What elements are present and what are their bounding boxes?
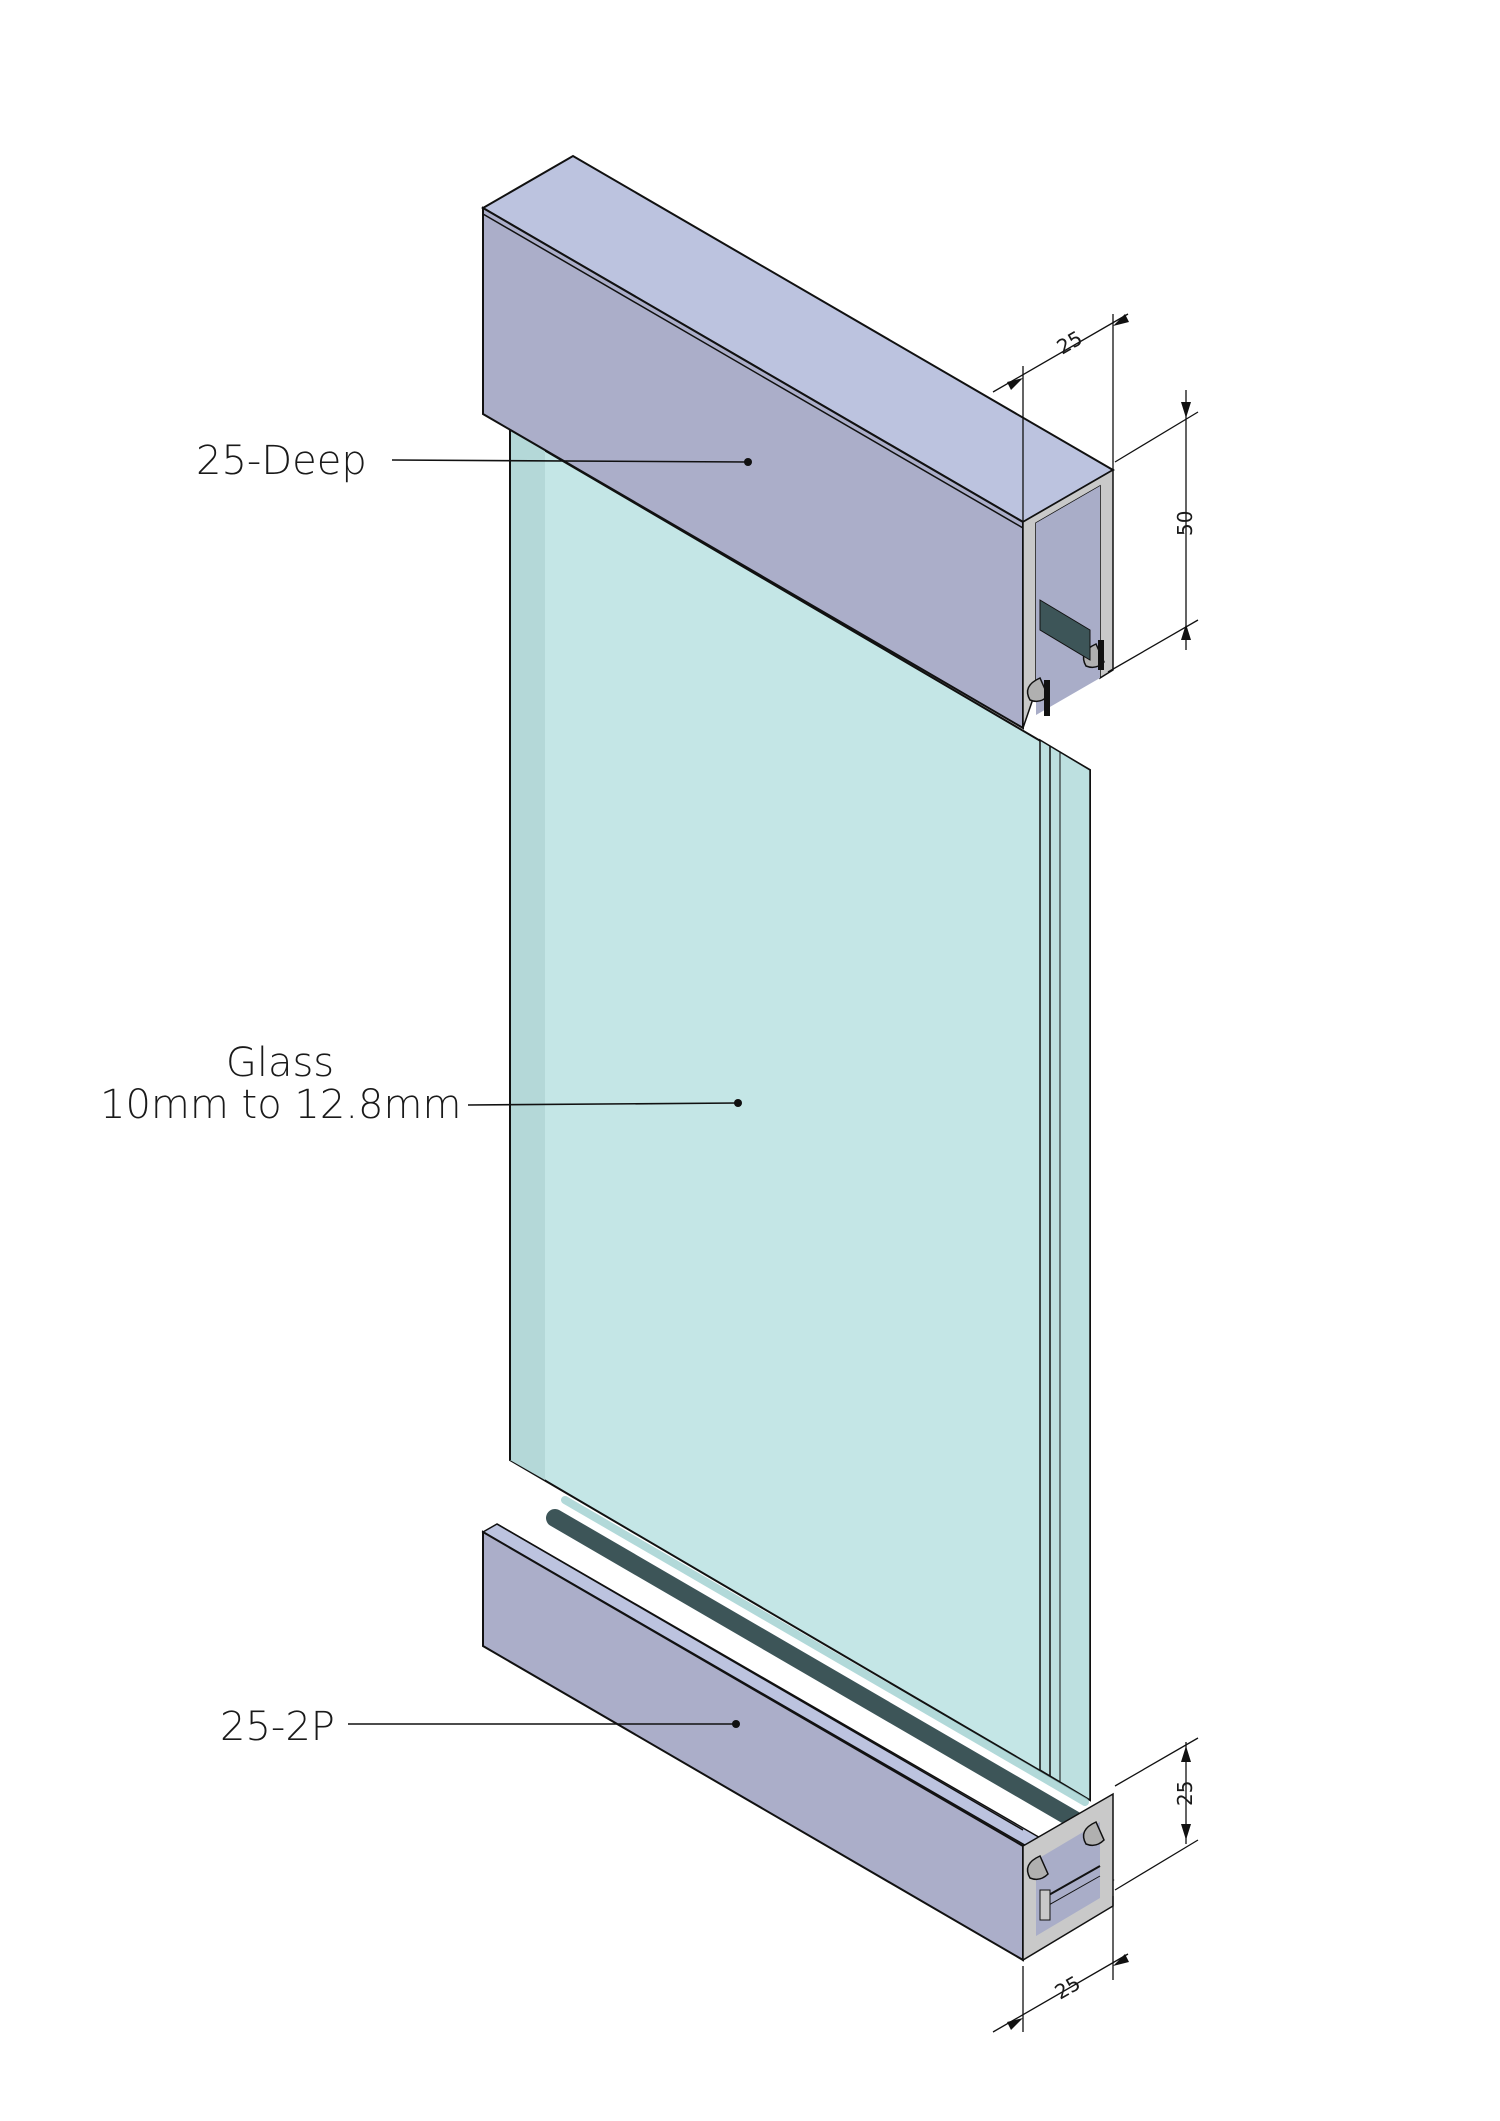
svg-text:25: 25 bbox=[1051, 1971, 1085, 2005]
svg-text:50: 50 bbox=[1173, 511, 1197, 536]
top-profile-25-deep bbox=[481, 154, 1115, 730]
glass-panel bbox=[509, 428, 1091, 1802]
svg-text:25: 25 bbox=[1173, 1781, 1197, 1806]
dimension-top-width: 25 bbox=[992, 313, 1129, 522]
top-profile-label: 25-Deep bbox=[196, 438, 367, 484]
glass-thickness: 10mm to 12.8mm bbox=[100, 1082, 462, 1128]
dimension-top-height: 50 bbox=[1107, 390, 1199, 673]
bottom-profile-label: 25-2P bbox=[220, 1704, 335, 1750]
bottom-profile-25-2p bbox=[481, 1496, 1115, 1962]
glass-label: Glass 10mm to 12.8mm bbox=[100, 1040, 462, 1128]
leader-lines bbox=[348, 458, 752, 1728]
dimension-bottom-height: 25 bbox=[1114, 1737, 1199, 1891]
glass-title: Glass bbox=[225, 1040, 335, 1086]
